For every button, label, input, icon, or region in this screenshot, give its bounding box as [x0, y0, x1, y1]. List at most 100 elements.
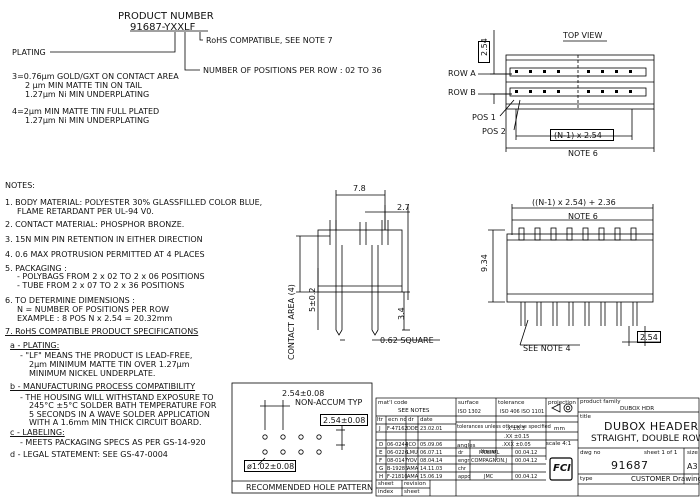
rev-h-dr: AMA	[407, 474, 419, 480]
note-7a: a - PLATING:	[10, 341, 60, 350]
tb-dwg-no-label: dwg no	[580, 450, 601, 456]
tb-sign-dr: dr	[458, 450, 464, 456]
note-5b: - TUBE FROM 2 x 07 TO 2 x 36 POSITIONS	[17, 281, 185, 290]
top-view-title: TOP VIEW	[563, 31, 603, 40]
tb-scale: scale 4:1	[546, 441, 572, 447]
tb-angles: angles	[457, 443, 476, 449]
note-1b: FLAME RETARDANT PER UL-94 V0.	[17, 207, 154, 216]
rev-g-dr: AMA	[407, 466, 419, 472]
rev-f-dr: YOV	[407, 458, 418, 464]
tb-title-line2: STRAIGHT, DOUBLE ROW	[591, 434, 700, 444]
tb-projection: projection	[548, 400, 576, 406]
tb-hdr-date: date	[420, 417, 433, 423]
tb-sign-date-engr: 00.04.12	[515, 458, 538, 464]
note-1a: 1. BODY MATERIAL: POLYESTER 30% GLASSFIL…	[5, 198, 263, 207]
top-length-dim: (N-1) x 2.54	[554, 131, 602, 140]
hole-dia: ø1.02±0.08	[247, 462, 295, 471]
side-view	[296, 190, 440, 341]
hole-dia-box: ø1.02±0.08	[244, 460, 296, 472]
see-note4: SEE NOTE 4	[523, 344, 571, 353]
note-7a3: MINIMUM NICKEL UNDERPLATE.	[29, 369, 156, 378]
front-note6: NOTE 6	[568, 212, 598, 221]
plating-3-line1: 3=0.76µm GOLD/GXT ON CONTACT AREA	[12, 72, 179, 81]
note-4: 4. 0.6 MAX PROTRUSION PERMITTED AT 4 PLA…	[5, 250, 205, 259]
front-pitch-dim: 2.54	[640, 333, 658, 342]
tb-surface: surface	[458, 400, 479, 406]
note-2: 2. CONTACT MATERIAL: PHOSPHOR BRONZE.	[5, 220, 185, 229]
rev-e-date: 06.07.11	[420, 450, 443, 456]
front-view	[488, 204, 660, 346]
product-number-leaders	[50, 30, 208, 71]
tb-sign-date-appd: 00.04.12	[515, 474, 538, 480]
tb-product-family: DUBOX HDR	[620, 406, 655, 412]
title-block-grid	[375, 397, 700, 497]
hole-non-accum: NON-ACCUM TYP	[295, 398, 363, 407]
hole-pattern-drawing	[231, 382, 373, 494]
note-7a1: - "LF" MEANS THE PRODUCT IS LEAD-FREE,	[20, 351, 193, 360]
note-7a2: 2µm MINIMUM MATTE TIN OVER 1.27µm	[29, 360, 190, 369]
rev-d-dr: JCO	[407, 442, 416, 448]
note-7d: d - LEGAL STATEMENT: SEE GS-47-0004	[10, 450, 168, 459]
tb-sheet-of: sheet 1 of 1	[644, 450, 678, 456]
rev-e-ltr: E	[379, 450, 383, 456]
hole-dim-b: 2.54±0.08	[323, 416, 366, 425]
tb-revision: revision	[404, 481, 426, 487]
square-label: 0.62 SQUARE	[380, 336, 434, 345]
tb-see-notes: SEE NOTES	[398, 408, 430, 414]
tb-sign-name-dr: MULIN.L	[479, 450, 500, 456]
plating-3-line2: 2 µm MIN MATTE TIN ON TAIL	[25, 81, 142, 90]
top-length-dim-box: (N-1) x 2.54	[550, 129, 614, 141]
note-6a: N = NUMBER OF POSITIONS PER ROW	[17, 305, 170, 314]
rev-j-date: 23.02.01	[420, 426, 443, 432]
note-5: 5. PACKAGING :	[5, 264, 67, 273]
pos1-label: POS 1	[472, 113, 496, 122]
rev-h-date: 15.06.19	[420, 474, 443, 480]
note-7b4: WITH A 1.6mm MIN THICK CIRCUIT BOARD.	[29, 418, 202, 427]
note-7b: b - MANUFACTURING PROCESS COMPATIBILITY	[10, 382, 196, 391]
note-5a: - POLYBAGS FROM 2 x 02 TO 2 x 06 POSITIO…	[17, 272, 205, 281]
rev-f-ltr: F	[379, 458, 383, 464]
tb-sheet2: sheet	[404, 489, 420, 495]
row-b-label: ROW B	[448, 88, 476, 97]
tb-index: index	[378, 489, 394, 495]
top-pitch-dim-box: 2.54	[478, 38, 490, 63]
tb-tol-xx: .XX ±0.15	[504, 434, 530, 440]
plating-4-line1: 4=2µm MIN MATTE TIN FULL PLATED	[12, 107, 160, 116]
tb-iso2: ISO 406 ISO 1101	[500, 409, 545, 415]
tb-sign-name-appd: JMC	[484, 474, 494, 480]
rev-e-ecn: 06-0226	[387, 450, 408, 456]
note-6: 6. TO DETERMINE DIMENSIONS :	[5, 296, 135, 305]
positions-label: NUMBER OF POSITIONS PER ROW : 02 TO 36	[203, 66, 382, 75]
tb-hdr-ltr: ltr	[377, 417, 384, 423]
rev-e-dr: LMU	[407, 450, 418, 456]
projection-symbol	[551, 403, 573, 413]
note-7b2: 245°C ±5°C SOLDER BATH TEMPERATURE FOR	[29, 401, 217, 410]
hole-pattern-title: RECOMMENDED HOLE PATTERN	[246, 483, 374, 492]
rev-f-date: 08.04.14	[420, 458, 443, 464]
tb-sign-name-engr: COMPAGNON.J	[471, 458, 508, 464]
tb-type-label: type	[580, 476, 593, 482]
front-pitch-dim-box: 2.54	[637, 331, 661, 343]
tb-linear: linear	[481, 449, 497, 455]
tb-mm: mm	[554, 426, 565, 432]
tb-hdr-ecn: ecn no	[388, 417, 407, 423]
contact-area-label: CONTACT AREA (4)	[287, 284, 296, 360]
hole-dim-b-box: 2.54±0.08	[320, 414, 368, 426]
tb-size-label: size	[687, 450, 698, 456]
side-dim-width: 7.8	[353, 184, 366, 193]
rev-h-ltr: H	[379, 474, 384, 480]
note-7c: c - LABELING:	[10, 428, 65, 437]
product-number: 91687-YXXLF	[130, 22, 196, 33]
tb-tol-hdr: tolerances unless otherwise specified	[457, 424, 551, 430]
note-7b1: - THE HOUSING WILL WITHSTAND EXPOSURE TO	[20, 393, 214, 402]
rev-d-date: 05.09.06	[420, 442, 443, 448]
tb-sign-engr: engr	[458, 458, 470, 464]
fci-logo-text: FCI	[553, 463, 571, 474]
note-7b3: 5 SECONDS IN A WAVE SOLDER APPLICATION	[29, 410, 210, 419]
rev-h-ecn: F-21810	[387, 474, 408, 480]
rev-j-ltr: J	[379, 426, 381, 432]
tb-title-line1: DUBOX HEADER	[604, 420, 699, 433]
tb-title-label: title	[580, 414, 591, 420]
rev-f-ecn: 08-0147	[387, 458, 408, 464]
tb-dwg-no: 91687	[611, 459, 649, 472]
